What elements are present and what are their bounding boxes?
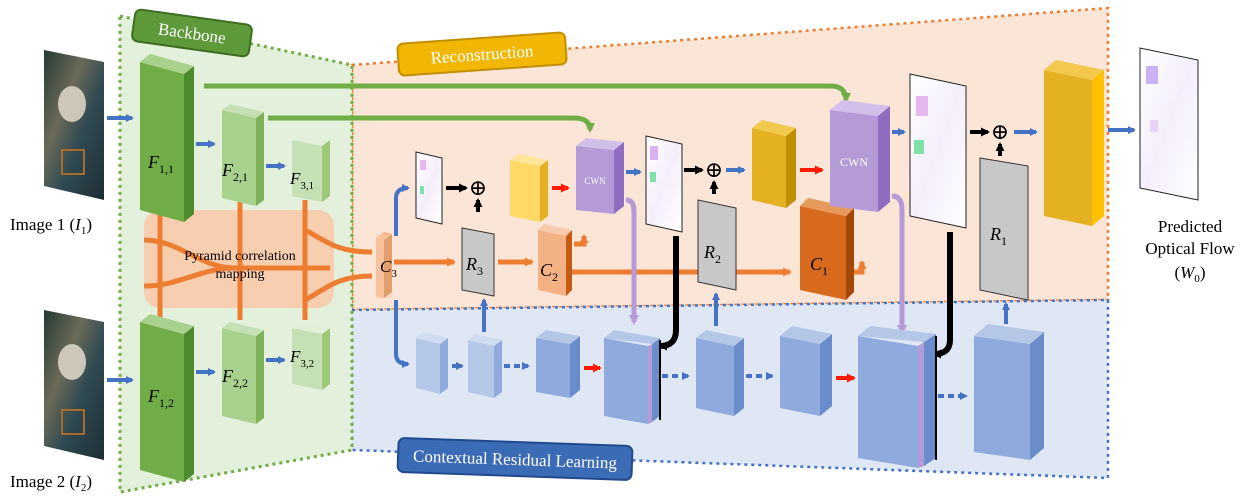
feature-f21-block <box>222 104 264 206</box>
f32-label: F3,2 <box>289 347 314 370</box>
f21-label: F2,1 <box>221 160 248 184</box>
correlation-label-line2: mapping <box>216 267 265 282</box>
context-block-1 <box>416 332 448 394</box>
output-label-line2: Optical Flow <box>1145 239 1235 258</box>
residual-map-r1 <box>979 157 1029 301</box>
plus-icon-1: ⊕ <box>469 175 487 200</box>
flow-map-level3 <box>415 151 443 225</box>
cwn-small-label: CWN <box>585 176 606 186</box>
gold-block-2 <box>752 120 796 208</box>
cwn-block-large: CWN <box>830 100 890 212</box>
input-image-1 <box>44 50 104 200</box>
context-block-3 <box>536 330 580 398</box>
skip-f21-to-small-cwn <box>268 115 595 133</box>
context-block-5 <box>780 326 832 416</box>
gold-block-3 <box>1044 60 1104 226</box>
flow-map-level2 <box>645 135 683 233</box>
warp-arrows <box>552 165 856 383</box>
feature-f22-block <box>222 322 264 424</box>
residual-map-r3 <box>461 227 495 297</box>
cwn-large-label: CWN <box>840 155 868 169</box>
correlation-label-line1: Pyramid correlation <box>184 249 296 264</box>
cost-volume-c3 <box>376 232 392 298</box>
purple-connectors <box>625 193 907 335</box>
black-connectors <box>658 232 953 359</box>
output-label-line1: Predicted <box>1158 217 1223 236</box>
predicted-flow-map <box>1139 47 1199 201</box>
c1-label: C1 <box>810 254 828 278</box>
context-block-concat-1 <box>604 330 661 424</box>
r1-label: R1 <box>989 224 1007 248</box>
cost-volume-c2 <box>538 224 572 296</box>
image-2-label: Image 2 (I2) <box>10 472 92 494</box>
context-block-4 <box>696 330 744 416</box>
backbone-badge: Backbone <box>131 8 253 58</box>
output-label-line3: (W0) <box>1174 263 1205 285</box>
feature-f12-block <box>140 314 194 482</box>
feature-f11-block <box>140 54 194 222</box>
gold-block-1 <box>510 154 548 222</box>
skip-f11-to-large-cwn <box>204 83 851 103</box>
f11-label: F1,1 <box>147 152 174 176</box>
c2-label: C2 <box>540 260 558 284</box>
r3-label: R3 <box>465 254 483 278</box>
backbone-downsample-arrows <box>196 140 286 376</box>
context-block-6 <box>974 324 1044 460</box>
reconstruction-badge: Reconstruction <box>396 31 568 77</box>
reconstruction-blue-arrows <box>394 126 1136 236</box>
context-block-concat-2 <box>858 326 937 468</box>
plus-icon-3: ⊕ <box>991 119 1009 144</box>
plus-icon-2: ⊕ <box>705 157 723 182</box>
f12-label: F1,2 <box>147 386 174 410</box>
feature-f31-block <box>292 134 330 202</box>
contextual-arrows <box>394 292 1010 400</box>
r2-label: R2 <box>703 242 721 266</box>
cost-volume-c1 <box>800 198 854 300</box>
c3-label: C3 <box>380 257 397 280</box>
residual-map-r2 <box>697 199 737 291</box>
contextual-badge: Contextual Residual Learning <box>396 437 634 481</box>
feature-f32-block <box>292 322 330 390</box>
f31-label: F3,1 <box>289 169 314 192</box>
context-block-2 <box>468 334 502 398</box>
addition-inputs <box>446 127 1005 212</box>
input-image-2 <box>44 310 104 460</box>
f22-label: F2,2 <box>221 366 248 390</box>
pyramid-correlation-box: Pyramid correlation mapping <box>143 200 373 320</box>
image-1-label: Image 1 (I1) <box>10 215 92 237</box>
flow-map-level1 <box>909 73 967 229</box>
cwn-block-small: CWN <box>576 138 624 214</box>
